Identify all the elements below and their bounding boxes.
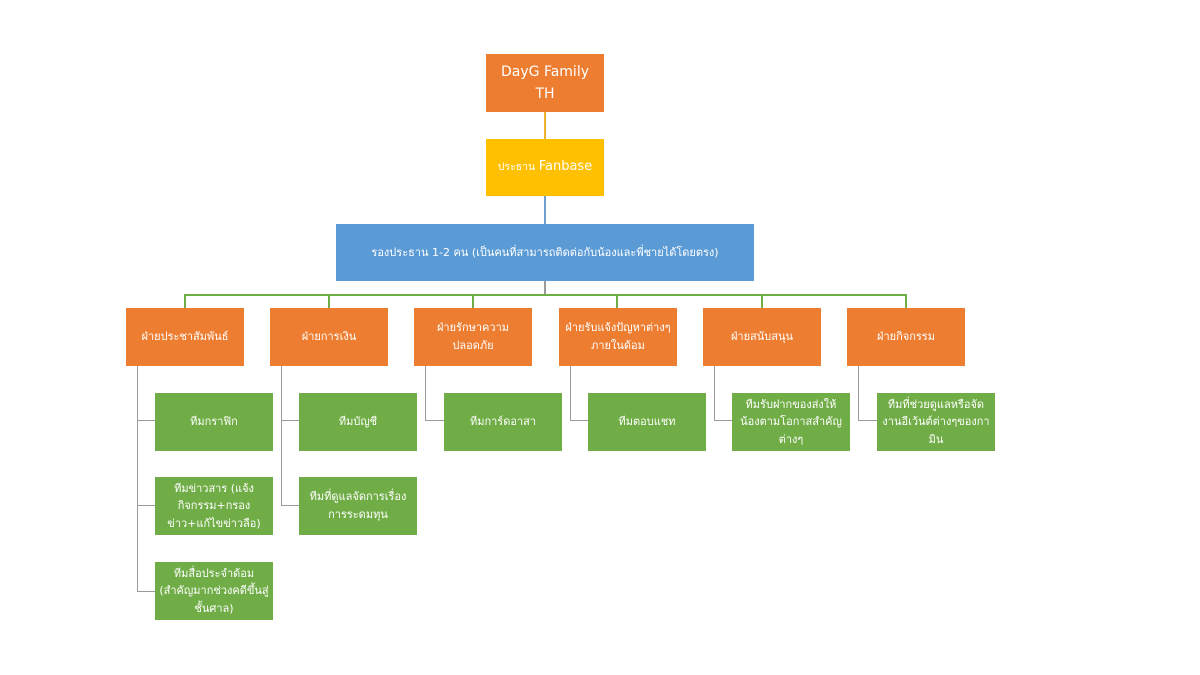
president-node-label: ประธาน Fanbase (497, 159, 593, 175)
connector-dept-2-team-1 (281, 420, 299, 421)
connector-dept-1-spine (137, 366, 138, 592)
team-node-1-2: ทีมข่าวสาร (แจ้งกิจกรรม+กรองข่าว+แก้ไขข่… (155, 477, 273, 535)
department-node-2: ฝ่ายการเงิน (270, 308, 388, 366)
connector-dept-1-team-3 (137, 591, 155, 592)
president-node: ประธาน Fanbase (486, 139, 604, 196)
team-node-5-1: ทีมรับฝากของส่งให้น้องตามโอกาสสำคัญต่างๆ (732, 393, 850, 451)
team-node-3-1: ทีมการ์ดอาสา (444, 393, 562, 451)
department-node-4: ฝ่ายรับแจ้งปัญหาต่างๆภายในด้อม (559, 308, 677, 366)
team-node-1-1: ทีมกราฟิก (155, 393, 273, 451)
department-label: ฝ่ายสนับสนุน (730, 330, 794, 344)
department-label: ฝ่ายรักษาความปลอดภัย (436, 321, 510, 352)
department-label: ฝ่ายการเงิน (301, 330, 357, 344)
root-node: DayG Family TH (486, 54, 604, 112)
department-node-1: ฝ่ายประชาสัมพันธ์ (126, 308, 244, 366)
team-label: ทีมรับฝากของส่งให้น้องตามโอกาสสำคัญต่างๆ (740, 397, 842, 446)
team-label: ทีมตอบแชท (618, 415, 676, 429)
root-node-label: DayG Family TH (501, 63, 589, 102)
connector-president-vice (544, 196, 546, 224)
department-node-3: ฝ่ายรักษาความปลอดภัย (414, 308, 532, 366)
department-label: ฝ่ายรับแจ้งปัญหาต่างๆภายในด้อม (565, 321, 671, 352)
connector-root-president (544, 112, 546, 139)
vice-president-node-label: รองประธาน 1-2 คน (เป็นคนที่สามารถติดต่อก… (371, 245, 719, 259)
team-label: ทีมที่ช่วยดูแลหรือจัดงานอีเว้นต์ต่างๆของ… (882, 397, 990, 446)
vice-president-node: รองประธาน 1-2 คน (เป็นคนที่สามารถติดต่อก… (336, 224, 754, 281)
connector-dept-1-team-1 (137, 420, 155, 421)
department-node-5: ฝ่ายสนับสนุน (703, 308, 821, 366)
department-label: ฝ่ายประชาสัมพันธ์ (141, 330, 229, 344)
connector-dept-3-team-1 (425, 420, 444, 421)
connector-bus-dept-4 (616, 294, 618, 308)
connector-bus-dept-3 (472, 294, 474, 308)
connector-dept-3-spine (425, 366, 426, 421)
connector-dept-4-spine (570, 366, 571, 421)
connector-department-bus (184, 294, 907, 296)
team-label: ทีมบัญชี (338, 415, 378, 429)
department-label: ฝ่ายกิจกรรม (877, 330, 935, 344)
team-node-2-1: ทีมบัญชี (299, 393, 417, 451)
connector-dept-6-team-1 (858, 420, 877, 421)
team-node-1-3: ทีมสื่อประจำด้อม (สำคัญมากช่วงคดีขึ้นสู่… (155, 562, 273, 620)
department-node-6: ฝ่ายกิจกรรม (847, 308, 965, 366)
team-node-4-1: ทีมตอบแชท (588, 393, 706, 451)
team-label: ทีมข่าวสาร (แจ้งกิจกรรม+กรองข่าว+แก้ไขข่… (167, 481, 261, 530)
connector-dept-5-team-1 (714, 420, 732, 421)
connector-dept-2-spine (281, 366, 282, 506)
connector-bus-dept-6 (905, 294, 907, 308)
team-label: ทีมสื่อประจำด้อม (สำคัญมากช่วงคดีขึ้นสู่… (159, 566, 269, 615)
connector-dept-4-team-1 (570, 420, 588, 421)
team-node-2-2: ทีมที่ดูแลจัดการเรื่องการระดมทุน (299, 477, 417, 535)
connector-dept-2-team-2 (281, 505, 299, 506)
team-node-6-1: ทีมที่ช่วยดูแลหรือจัดงานอีเว้นต์ต่างๆของ… (877, 393, 995, 451)
connector-vice-bus (544, 281, 546, 295)
connector-bus-dept-2 (328, 294, 330, 308)
connector-dept-6-spine (858, 366, 859, 421)
connector-dept-1-team-2 (137, 505, 155, 506)
team-label: ทีมการ์ดอาสา (469, 415, 537, 429)
team-label: ทีมกราฟิก (190, 415, 238, 429)
connector-bus-dept-1 (184, 294, 186, 308)
connector-dept-5-spine (714, 366, 715, 421)
team-label: ทีมที่ดูแลจัดการเรื่องการระดมทุน (309, 490, 407, 521)
connector-bus-dept-5 (761, 294, 763, 308)
